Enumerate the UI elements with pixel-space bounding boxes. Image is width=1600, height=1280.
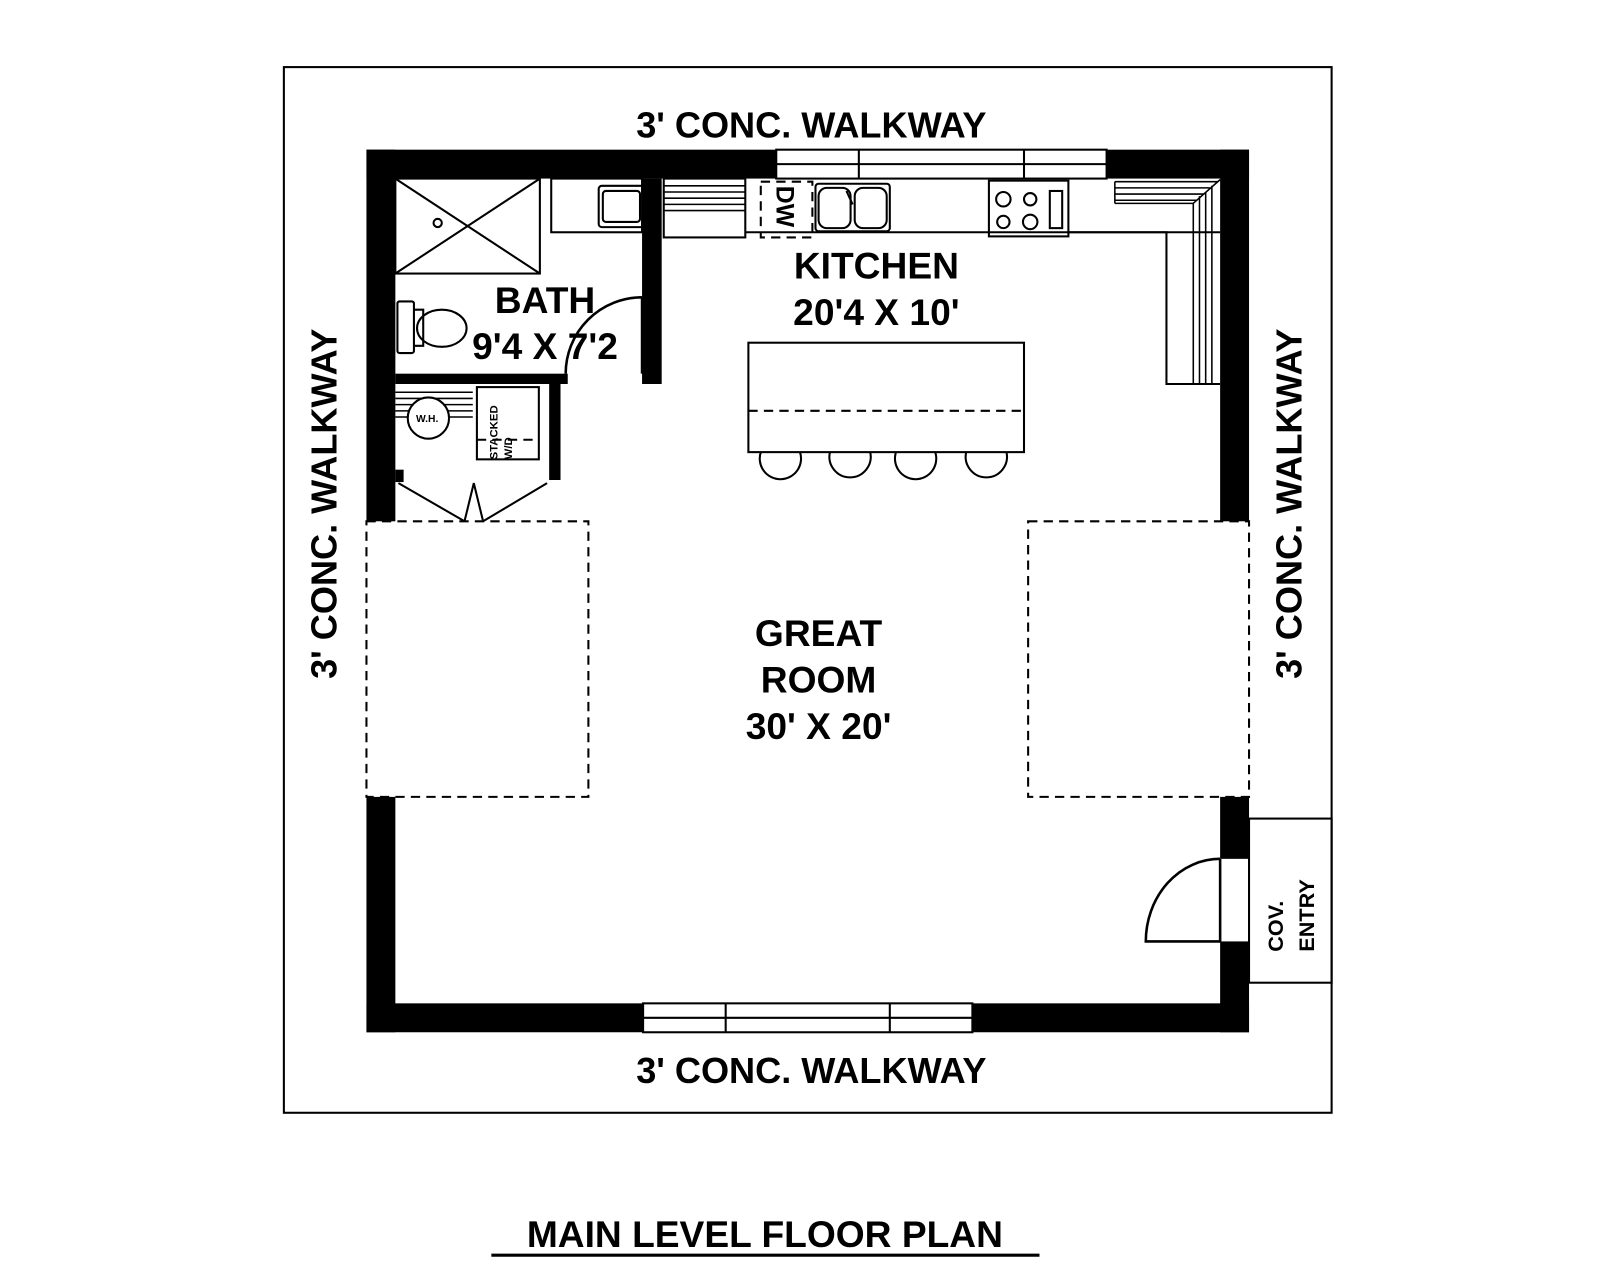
walkway-top: 3' CONC. WALKWAY (636, 104, 986, 145)
great-room-name-2: ROOM (761, 659, 877, 701)
toilet (396, 300, 468, 355)
left-bumpout (365, 520, 590, 798)
top-window (775, 148, 1108, 180)
water-heater: W.H. (395, 391, 473, 440)
kitchen-name: KITCHEN (794, 245, 959, 287)
site-border (282, 66, 1333, 1114)
kitchen-sink (814, 182, 891, 233)
stove (987, 179, 1070, 238)
great-room-size: 30' X 20' (746, 705, 892, 747)
bath-door[interactable] (564, 296, 644, 374)
bar-stools (758, 451, 1008, 481)
walkway-right: 3' CONC. WALKWAY (1269, 329, 1310, 679)
kitchen-island (747, 341, 1026, 454)
stacked-washer-dryer: STACKED W/D (475, 386, 540, 461)
laundry-bifold-doors[interactable] (397, 482, 548, 523)
kitchen-size: 20'4 X 10' (793, 291, 959, 333)
dishwasher: DW (759, 180, 814, 239)
walkway-left: 3' CONC. WALKWAY (304, 329, 345, 679)
laundry-label-2: W/D (503, 437, 515, 459)
bath-vanity (550, 177, 647, 234)
dishwasher-label: DW (770, 186, 797, 228)
interior-walls (395, 178, 662, 483)
entry-label-2: ENTRY (1294, 879, 1319, 952)
great-room-name-1: GREAT (755, 612, 883, 654)
walkway-bottom: 3' CONC. WALKWAY (636, 1050, 986, 1091)
plan-title: MAIN LEVEL FLOOR PLAN (527, 1213, 1003, 1255)
laundry-label-1: STACKED (489, 405, 501, 459)
bath-size: 9'4 X 7'2 (472, 325, 618, 367)
entry-door[interactable] (1144, 857, 1222, 943)
covered-entry (1248, 817, 1333, 984)
entry-label-1: COV. (1263, 901, 1288, 952)
exterior-walls (366, 149, 1250, 1033)
bath-name: BATH (495, 279, 595, 321)
water-heater-label: W.H. (416, 414, 438, 425)
shower (394, 177, 541, 275)
right-bumpout (1027, 520, 1251, 798)
bottom-window (642, 1002, 974, 1034)
